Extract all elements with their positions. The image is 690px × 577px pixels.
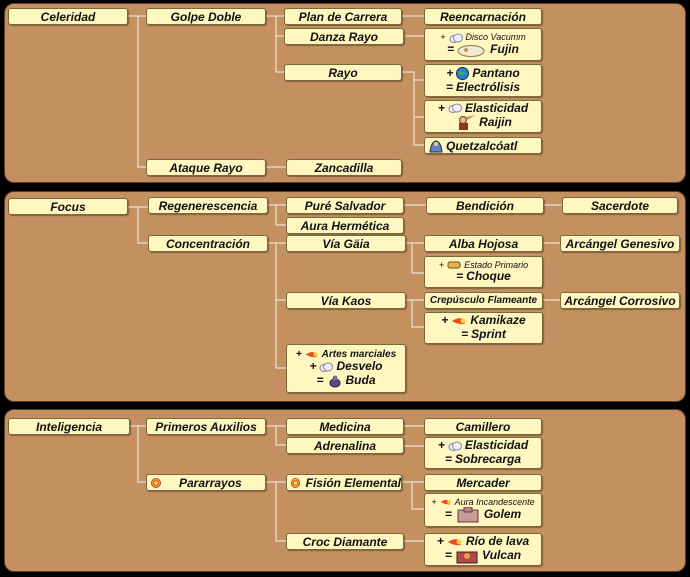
node-via-kaos: Vía Kaos: [286, 292, 406, 309]
combo-electrolisis: + Pantano =Electrólisis: [424, 64, 542, 97]
combo-fujin: + Disco Vacumm = Fujin: [424, 28, 542, 61]
feathered-serpent-icon: [429, 140, 443, 153]
combo-golem: + Aura Incandescente = Golem: [424, 493, 542, 527]
cloud-icon: [448, 441, 462, 452]
node-zancadilla: Zancadilla: [286, 159, 402, 176]
node-camillero: Camillero: [424, 418, 542, 435]
combo-vulcan: + Río de lava = Vulcan: [424, 533, 542, 566]
node-bendicion: Bendición: [426, 197, 544, 214]
node-croc-diamante: Croc Diamante: [286, 533, 404, 550]
fire-comet-icon: [447, 539, 462, 546]
node-regenerescencia: Regenerescencia: [148, 197, 268, 214]
pinwheel-icon: [291, 477, 300, 488]
node-pararrayos: Pararrayos: [146, 474, 266, 491]
fujin-icon: [457, 44, 485, 57]
node-fision-elemental: Fisión Elemental: [286, 474, 402, 491]
node-arcangel-genesivo: Arcángel Genesivo: [560, 235, 680, 252]
node-medicina: Medicina: [286, 418, 404, 435]
node-inteligencia: Inteligencia: [8, 418, 130, 435]
pinwheel-icon: [151, 477, 161, 488]
scroll-icon: [447, 261, 461, 269]
combo-sobrecarga: + Elasticidad =Sobrecarga: [424, 437, 542, 469]
cloud-icon: [449, 33, 463, 43]
node-pure-salvador: Puré Salvador: [286, 197, 404, 214]
warrior-icon: [459, 115, 476, 131]
combo-raijin: + Elasticidad Raijin: [424, 100, 542, 133]
node-mercader: Mercader: [424, 474, 542, 491]
combo-buda: + Artes marciales + Desvelo = Buda: [286, 344, 406, 393]
node-arcangel-corrosivo: Arcángel Corrosivo: [560, 292, 680, 309]
fire-comet-icon: [305, 352, 318, 358]
node-alba-hojosa: Alba Hojosa: [424, 235, 543, 252]
globe-icon: [456, 67, 470, 81]
node-danza-rayo: Danza Rayo: [284, 28, 404, 45]
combo-choque: + Estado Primario =Choque: [424, 256, 543, 288]
cloud-icon: [319, 362, 334, 373]
node-rayo: Rayo: [284, 64, 402, 81]
node-adrenalina: Adrenalina: [286, 437, 404, 454]
node-focus: Focus: [8, 198, 128, 215]
fire-comet-icon: [440, 499, 451, 505]
node-crepusculo-flameante: Crepúsculo Flameante: [424, 292, 543, 309]
node-sacerdote: Sacerdote: [562, 197, 678, 214]
golem-icon: [457, 507, 479, 523]
node-concentracion: Concentración: [148, 235, 268, 252]
node-primeros-auxilios: Primeros Auxilios: [146, 418, 266, 435]
cloud-icon: [448, 103, 462, 114]
node-celeridad: Celeridad: [8, 8, 128, 25]
bird-icon: [329, 375, 340, 388]
node-aura-hermetica: Aura Hermética: [286, 217, 404, 234]
combo-sprint: + Kamikaze =Sprint: [424, 312, 543, 344]
node-plan-de-carrera: Plan de Carrera: [284, 8, 402, 25]
node-ataque-rayo: Ataque Rayo: [146, 159, 266, 176]
node-quetzalcoatl: Quetzalcóatl: [424, 137, 542, 154]
node-via-gaia: Vía Gäia: [286, 235, 406, 252]
vulcan-icon: [456, 551, 478, 564]
node-golpe-doble: Golpe Doble: [146, 8, 266, 25]
fire-comet-icon: [452, 318, 466, 325]
node-reencarnacion: Reencarnación: [424, 8, 542, 25]
